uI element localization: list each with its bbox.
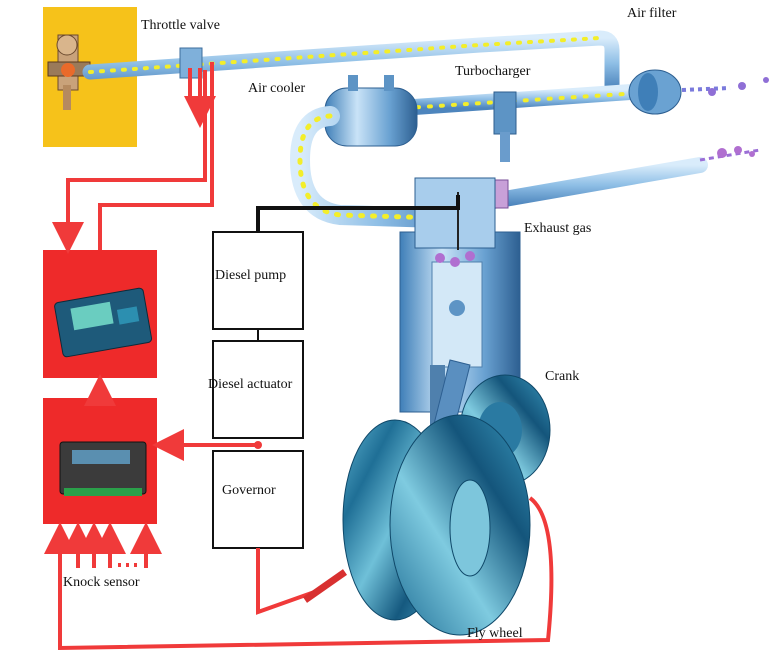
governor-box	[212, 450, 304, 549]
fly-wheel	[342, 414, 531, 636]
label-turbocharger: Turbocharger	[455, 64, 531, 79]
governor-module-icon[interactable]	[59, 441, 147, 496]
label-throttle-valve: Throttle valve	[141, 18, 220, 33]
intake-loop	[289, 106, 465, 260]
label-crank: Crank	[545, 369, 580, 384]
label-diesel-pump: Diesel pump	[215, 268, 287, 283]
label-fly-wheel: Fly wheel	[467, 626, 523, 641]
air-filter-icon	[628, 69, 769, 115]
label-air-filter: Air filter	[627, 6, 677, 21]
label-diesel-actuator: Diesel actuator	[208, 377, 293, 392]
label-knock-sensor: Knock sensor	[63, 575, 140, 590]
signal-wires	[44, 62, 554, 651]
label-governor: Governor	[222, 483, 276, 498]
label-exhaust-gas: Exhaust gas	[524, 221, 592, 236]
turbo-pipe	[392, 82, 668, 162]
diesel-boxes	[212, 195, 460, 549]
intake-pipe	[82, 30, 620, 96]
label-air-cooler: Air cooler	[248, 81, 306, 96]
engine-controller-icon[interactable]	[54, 287, 153, 358]
exhaust-pipe	[462, 146, 761, 213]
air-cooler-icon	[324, 75, 418, 147]
